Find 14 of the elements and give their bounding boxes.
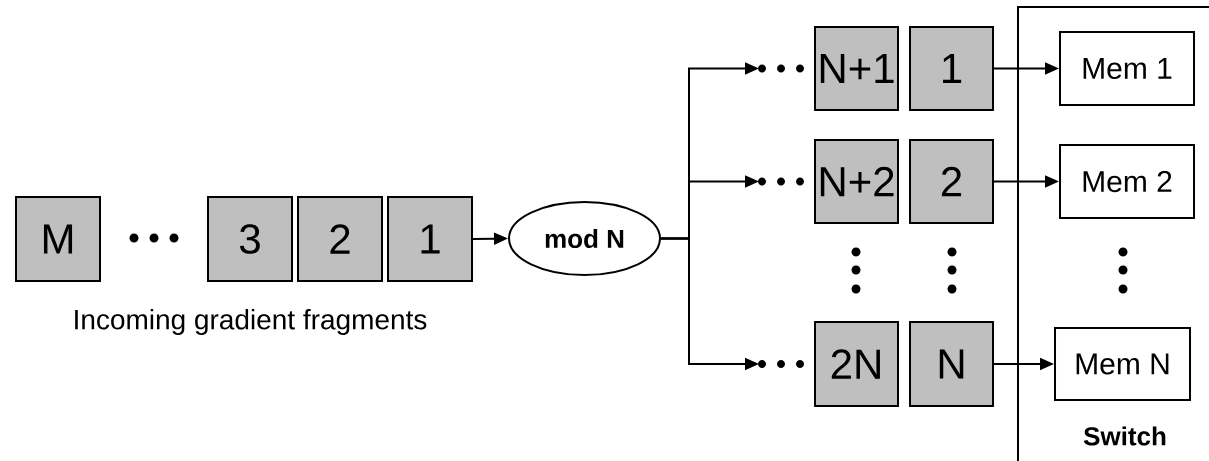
queue-box: N — [909, 321, 994, 407]
queue-box: 2 — [297, 196, 383, 282]
queue-box: M — [15, 196, 101, 282]
queue-box: 3 — [207, 196, 293, 282]
memory-box: Mem 1 — [1059, 31, 1195, 106]
queue-box: N+1 — [814, 26, 899, 111]
queue-box: N+2 — [814, 139, 899, 224]
queue-box: 1 — [909, 26, 994, 111]
caption-text: Incoming gradient fragments — [75, 308, 427, 336]
queue-box: 2N — [814, 321, 899, 407]
memory-box: Mem N — [1054, 327, 1191, 401]
queue-box: 2 — [909, 139, 994, 224]
queue-box: 1 — [387, 196, 473, 282]
memory-box: Mem 2 — [1059, 144, 1195, 219]
